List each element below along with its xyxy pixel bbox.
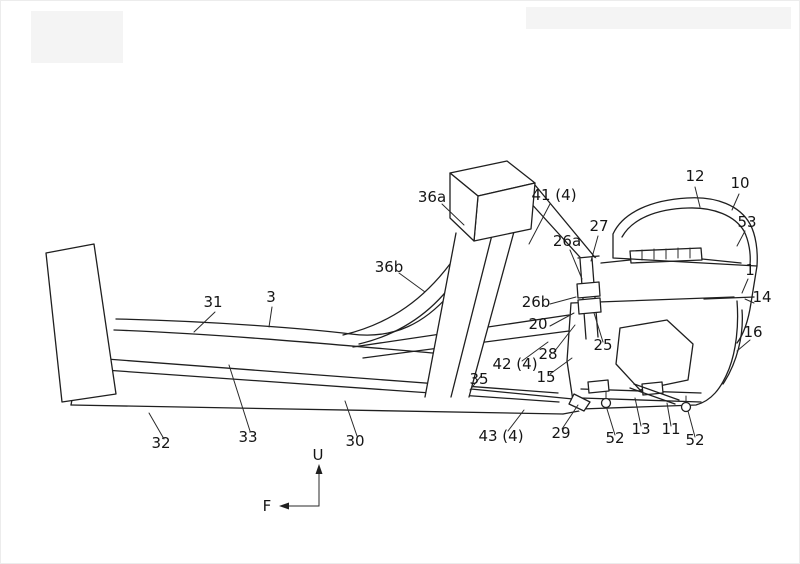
axis-up-arrowhead — [315, 464, 323, 474]
ref-label-36b: 36b — [375, 258, 404, 276]
ref-label-53: 53 — [737, 213, 756, 231]
ref-label-20: 20 — [528, 315, 547, 333]
ref-label-42-4: 42 (4) — [492, 355, 537, 373]
axis-label-forward: F — [263, 497, 272, 515]
axis-label-up: U — [313, 446, 324, 464]
floor-panel-lines — [113, 263, 460, 354]
side-sill-lines — [70, 356, 580, 415]
ref-label-29: 29 — [551, 424, 570, 442]
scan-artifact-top-left — [31, 11, 123, 63]
fastener-bolt-left — [600, 397, 612, 409]
ref-label-3: 3 — [266, 288, 276, 306]
wheelhouse-opening — [615, 319, 694, 391]
ref-label-1: 1 — [745, 261, 755, 279]
rear-deck-panel — [600, 247, 758, 344]
ref-label-27: 27 — [589, 217, 608, 235]
ref-label-15: 15 — [536, 368, 555, 386]
ref-label-16: 16 — [743, 323, 762, 341]
ref-label-43-4: 43 (4) — [478, 427, 523, 445]
ref-label-26a: 26a — [553, 232, 581, 250]
rear-quarter-hump — [612, 197, 758, 267]
leader-lines — [148, 186, 755, 440]
scan-artifact-top-right — [526, 7, 791, 29]
ref-label-12: 12 — [685, 167, 704, 185]
axis-forward-arrowhead — [279, 502, 289, 510]
ref-label-41-4: 41 (4) — [531, 186, 576, 204]
underbody-brackets — [568, 379, 702, 413]
fastener-bolt-right — [680, 401, 692, 413]
ref-label-10: 10 — [730, 174, 749, 192]
reference-labels: 36a 41 (4) 12 10 53 27 26a 1 36b 26b 14 … — [151, 167, 771, 452]
ref-label-35: 35 — [469, 370, 488, 388]
ref-label-11: 11 — [661, 420, 680, 438]
ref-label-25: 25 — [593, 336, 612, 354]
bracket-29 — [568, 393, 591, 412]
ref-label-31: 31 — [203, 293, 222, 311]
ref-label-32: 32 — [151, 434, 170, 452]
flange-channel — [576, 255, 602, 340]
ref-label-52-left: 52 — [605, 429, 624, 447]
ref-label-52-right: 52 — [685, 431, 704, 449]
pillar-top-box-side — [449, 172, 479, 242]
ref-label-36a: 36a — [418, 188, 446, 206]
ref-label-26b: 26b — [522, 293, 551, 311]
center-pillar — [424, 160, 536, 398]
ref-label-33: 33 — [238, 428, 257, 446]
left-panel — [45, 243, 117, 403]
ref-label-30: 30 — [345, 432, 364, 450]
ref-label-13: 13 — [631, 420, 650, 438]
ref-label-14: 14 — [752, 288, 771, 306]
axis-indicator: U F — [263, 446, 324, 515]
ref-label-28: 28 — [538, 345, 557, 363]
